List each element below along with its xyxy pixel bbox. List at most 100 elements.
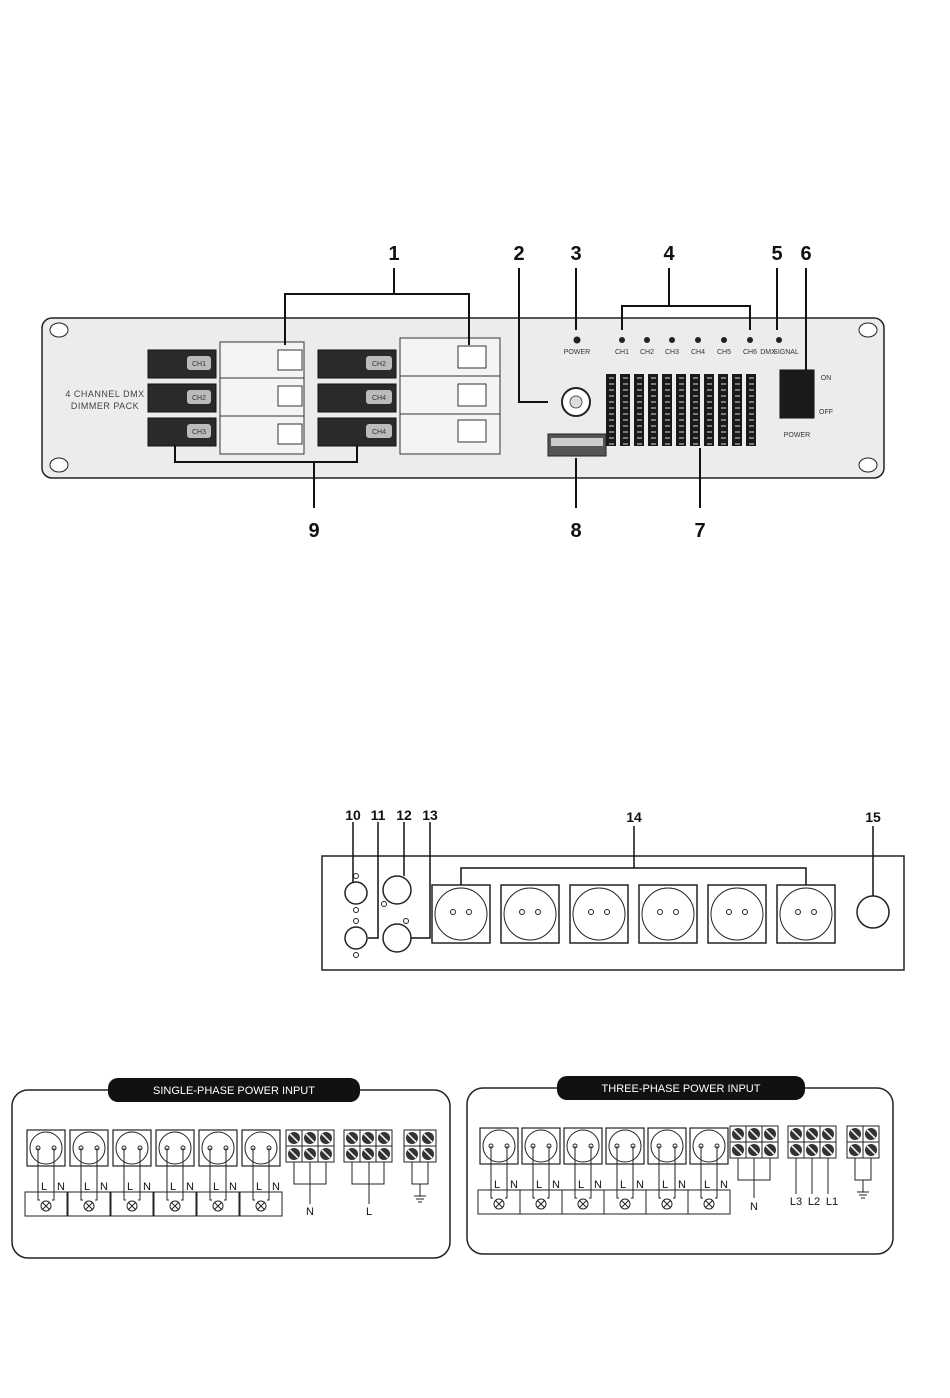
xlr-5pin-out-connector[interactable] — [383, 924, 411, 952]
outlet-letter-n: N — [57, 1181, 65, 1193]
socket-pin — [812, 910, 817, 915]
terminal-label-l3: L3 — [790, 1196, 802, 1208]
terminal-label-l2: L2 — [808, 1196, 820, 1208]
output-socket — [777, 885, 835, 943]
vent-slot — [718, 374, 728, 446]
outlet-letter-n: N — [678, 1179, 686, 1191]
outlet-letter-l: L — [578, 1179, 584, 1191]
power-switch[interactable] — [780, 370, 814, 418]
channel-led — [644, 337, 650, 343]
socket-pin — [674, 910, 679, 915]
socket-pin — [658, 910, 663, 915]
callout-10: 10 — [345, 807, 361, 823]
power-led-label: POWER — [564, 349, 590, 356]
knob-center — [570, 396, 582, 408]
outlet-letter-n: N — [272, 1181, 280, 1193]
outlet-letter-l: L — [213, 1181, 219, 1193]
breaker-toggle[interactable] — [458, 420, 486, 442]
callout-13: 13 — [422, 807, 438, 823]
output-socket — [501, 885, 559, 943]
channel-label: CH2 — [372, 361, 386, 368]
outlet-letter-l: L — [494, 1179, 500, 1191]
channel-led — [695, 337, 701, 343]
breaker-toggle[interactable] — [458, 346, 486, 368]
dmx-out-connector[interactable] — [345, 927, 367, 949]
socket-pin — [589, 910, 594, 915]
channel-led — [721, 337, 727, 343]
callout-1: 1 — [388, 243, 399, 265]
outlet-letter-n: N — [229, 1181, 237, 1193]
outlet — [690, 1128, 728, 1164]
socket-pin — [536, 910, 541, 915]
vent-slot — [634, 374, 644, 446]
vent-slot — [704, 374, 714, 446]
dmx-in-connector[interactable] — [345, 882, 367, 904]
vent-slot — [620, 374, 630, 446]
led-label: CH6 — [743, 349, 757, 356]
outlet — [522, 1128, 560, 1164]
callout-11: 11 — [371, 807, 386, 823]
dmx-in-latch — [354, 908, 359, 913]
outlet-letter-l: L — [256, 1181, 262, 1193]
breaker-toggle[interactable] — [278, 386, 302, 406]
outlet — [156, 1130, 194, 1166]
callout-9: 9 — [308, 520, 319, 542]
outlet-letter-n: N — [594, 1179, 602, 1191]
callout-12: 12 — [396, 807, 412, 823]
rack-hole-bottom-right — [859, 458, 877, 472]
channel-label: CH4 — [372, 429, 386, 436]
dmx-signal-led — [776, 337, 782, 343]
outlet-letter-l: L — [704, 1179, 710, 1191]
channel-led — [747, 337, 753, 343]
outlet-letter-n: N — [510, 1179, 518, 1191]
terminal-label-l1: L1 — [826, 1196, 838, 1208]
led-label: CH4 — [691, 349, 705, 356]
outlet-letter-l: L — [127, 1181, 133, 1193]
outlet-letter-l: L — [41, 1181, 47, 1193]
vent-slot — [662, 374, 672, 446]
outlet-letter-l: L — [84, 1181, 90, 1193]
channel-led — [619, 337, 625, 343]
channel-label: CH1 — [192, 361, 206, 368]
led-label: CH5 — [717, 349, 731, 356]
three-phase-frame — [467, 1088, 893, 1254]
outlet-letter-n: N — [720, 1179, 728, 1191]
outlet — [70, 1130, 108, 1166]
switch-caption: POWER — [784, 432, 810, 439]
fuse-holder[interactable] — [857, 896, 889, 928]
socket-pin — [451, 910, 456, 915]
rack-hole-bottom-left — [50, 458, 68, 472]
socket-pin — [520, 910, 525, 915]
callout-14: 14 — [626, 809, 642, 825]
terminal-label-n: N — [306, 1206, 314, 1218]
rack-hole-top-left — [50, 323, 68, 337]
socket-pin — [605, 910, 610, 915]
callout-15: 15 — [865, 809, 881, 825]
rear-panel: 10 11 12 13 14 15 — [322, 807, 904, 970]
callout-6: 6 — [800, 243, 811, 265]
outlet-letter-n: N — [636, 1179, 644, 1191]
outlet-letter-n: N — [100, 1181, 108, 1193]
outlet-letter-l: L — [536, 1179, 542, 1191]
xlr-5pin-connector[interactable] — [383, 876, 411, 904]
callout-5: 5 — [771, 243, 782, 265]
panel-title-line-2: DIMMER PACK — [71, 401, 139, 411]
single-phase-title: SINGLE-PHASE POWER INPUT — [153, 1085, 315, 1097]
breaker-toggle[interactable] — [458, 384, 486, 406]
rack-hole-top-right — [859, 323, 877, 337]
breaker-toggle[interactable] — [278, 424, 302, 444]
vent-slot — [732, 374, 742, 446]
socket-pin — [467, 910, 472, 915]
socket-pin — [743, 910, 748, 915]
outlet-letter-l: L — [170, 1181, 176, 1193]
breaker-toggle[interactable] — [278, 350, 302, 370]
dmx-in-latch — [354, 874, 359, 879]
channel-led — [669, 337, 675, 343]
power-led — [574, 337, 581, 344]
output-socket — [570, 885, 628, 943]
dmx-out-latch — [354, 953, 359, 958]
callout-8: 8 — [570, 520, 581, 542]
output-socket — [639, 885, 697, 943]
vent-slot — [676, 374, 686, 446]
